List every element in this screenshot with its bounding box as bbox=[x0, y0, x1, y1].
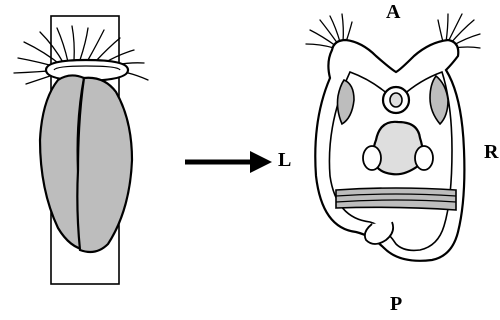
label-right: R bbox=[484, 141, 499, 163]
mouth-ring-inner bbox=[390, 93, 402, 107]
whole-animal bbox=[14, 16, 148, 284]
label-anterior: A bbox=[386, 1, 401, 23]
transform-arrow bbox=[185, 151, 272, 173]
central-organ bbox=[373, 122, 422, 175]
dissected-animal bbox=[306, 14, 480, 261]
transverse-bands bbox=[336, 188, 456, 210]
label-posterior: P bbox=[390, 293, 402, 315]
label-left: L bbox=[278, 149, 291, 171]
body-right-lobe bbox=[77, 78, 132, 252]
left-small-organ bbox=[363, 146, 381, 170]
right-small-organ bbox=[415, 146, 433, 170]
